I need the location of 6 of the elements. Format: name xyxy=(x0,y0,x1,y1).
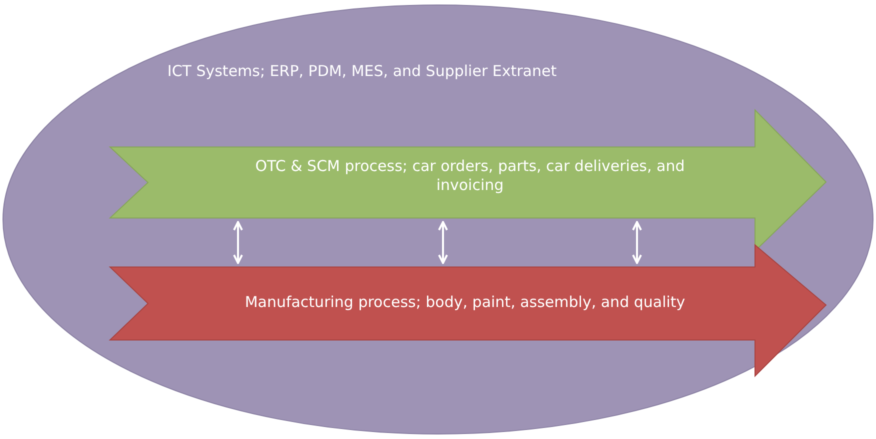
double-arrow xyxy=(233,221,243,264)
double-arrow xyxy=(438,221,448,264)
process-label: OTC & SCM process; car orders, parts, car deliveries, and invoicing xyxy=(254,157,686,195)
double-arrow xyxy=(632,221,642,264)
heading-text: ICT Systems; ERP, PDM, MES, and Supplier Extranet xyxy=(166,62,558,81)
process-label: Manufacturing process; body, paint, assembly, and quality xyxy=(244,293,686,312)
